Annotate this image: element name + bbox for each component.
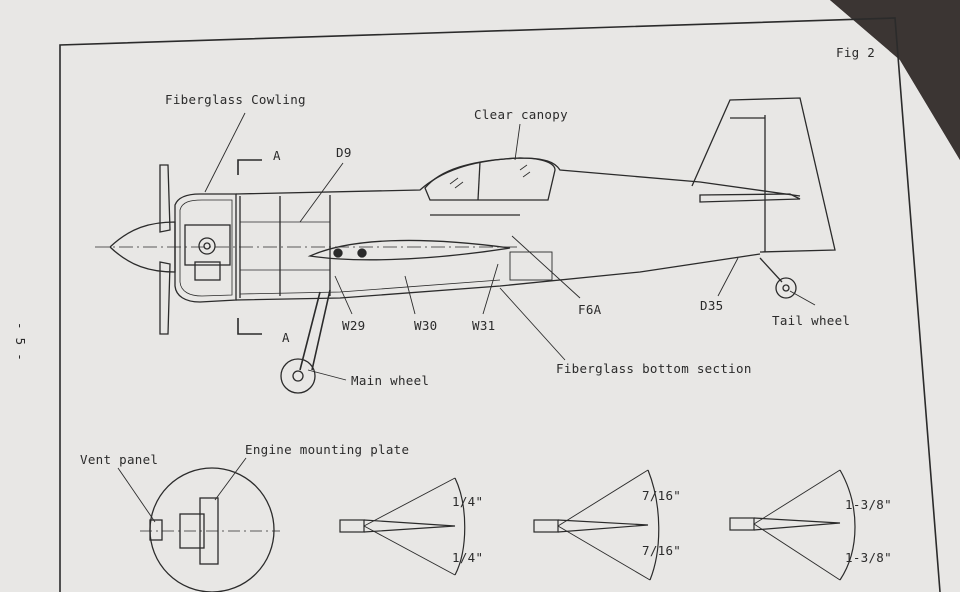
label-fiberglass-cowling: Fiberglass Cowling bbox=[165, 92, 306, 107]
wing-spar-front bbox=[333, 248, 343, 258]
leader-f6a bbox=[511, 235, 581, 299]
leader-engine-plate bbox=[214, 457, 247, 501]
page-number: - 5 - bbox=[13, 322, 28, 362]
label-w29: W29 bbox=[342, 318, 366, 333]
main-wheel bbox=[280, 358, 316, 394]
throw-diagram-1 bbox=[339, 477, 466, 576]
leader-w30 bbox=[404, 275, 416, 315]
throw-1-surface bbox=[363, 519, 456, 533]
paper-curl-shadow bbox=[830, 0, 960, 160]
label-clear-canopy: Clear canopy bbox=[474, 107, 568, 122]
leader-tail-wheel bbox=[789, 290, 816, 306]
vent-panel-detail bbox=[149, 519, 163, 541]
engine-bearing-inner bbox=[203, 242, 211, 250]
canopy-frame bbox=[477, 161, 481, 201]
tail-gear-leg bbox=[759, 257, 783, 283]
drawing-border bbox=[59, 17, 941, 592]
leader-bottom-section bbox=[499, 287, 566, 361]
throw-2-arc bbox=[647, 469, 660, 581]
horizontal-stab bbox=[699, 193, 801, 203]
throw-2-surface bbox=[557, 519, 649, 533]
engine-detail-view bbox=[117, 457, 280, 592]
throw-3-up-label: 1-3/8" bbox=[845, 497, 892, 512]
wing-section bbox=[307, 239, 511, 261]
main-gear-leg bbox=[299, 289, 331, 371]
throw-1-up-label: 1/4" bbox=[452, 494, 484, 509]
figure-label: Fig 2 bbox=[836, 45, 876, 60]
canopy bbox=[424, 157, 556, 201]
label-f6a: F6A bbox=[578, 302, 602, 317]
wing-spar-rear bbox=[357, 248, 367, 258]
throw-1-up-line bbox=[363, 477, 456, 527]
throw-diagram-3 bbox=[729, 469, 856, 581]
engine-head bbox=[194, 261, 221, 281]
throw-2-up-line bbox=[557, 469, 649, 527]
main-wheel-hub bbox=[292, 370, 304, 382]
throw-1-arc bbox=[454, 477, 466, 576]
propeller-blade-top bbox=[159, 164, 171, 233]
label-main-wheel: Main wheel bbox=[351, 373, 430, 388]
throw-1-down-label: 1/4" bbox=[452, 550, 484, 565]
instrument-panel bbox=[509, 251, 553, 281]
engine-bearing bbox=[198, 237, 216, 255]
leader-d35 bbox=[717, 257, 739, 297]
throw-2-up-label: 7/16" bbox=[642, 488, 682, 503]
throw-2-down-label: 7/16" bbox=[642, 543, 682, 558]
leader-cowling bbox=[204, 112, 246, 193]
canopy-glint-2 bbox=[454, 181, 464, 189]
throw-3-surface bbox=[753, 517, 841, 531]
propeller-blade-bottom bbox=[159, 261, 171, 335]
throw-3-up-line bbox=[753, 469, 841, 525]
engine-mount-block bbox=[179, 513, 205, 549]
canopy-glint-3 bbox=[519, 164, 528, 171]
throw-3-arc bbox=[839, 469, 856, 581]
label-section-a-bottom: A bbox=[282, 330, 290, 345]
canopy-glint-1 bbox=[449, 177, 459, 185]
leader-w29 bbox=[334, 275, 353, 315]
label-section-a-top: A bbox=[273, 148, 281, 163]
throw-diagrams bbox=[339, 469, 856, 581]
airplane-side-view bbox=[95, 97, 836, 394]
label-tail-wheel: Tail wheel bbox=[772, 313, 851, 328]
throw-3-down-line bbox=[753, 523, 841, 581]
section-mark-top bbox=[237, 159, 262, 175]
label-vent-panel: Vent panel bbox=[80, 452, 159, 467]
label-d9: D9 bbox=[336, 145, 352, 160]
fuselage-bottom-inner bbox=[239, 279, 501, 295]
throw-diagram-2 bbox=[533, 469, 660, 581]
leader-w31 bbox=[482, 263, 499, 315]
engine-mount-plate bbox=[199, 497, 219, 565]
canopy-glint-4 bbox=[522, 171, 531, 178]
throw-1-down-line bbox=[363, 525, 456, 576]
engine-block bbox=[184, 224, 231, 266]
vertical-fin bbox=[691, 97, 836, 253]
throw-3-down-label: 1-3/8" bbox=[845, 550, 892, 565]
label-w30: W30 bbox=[414, 318, 438, 333]
tail-wheel-hub bbox=[782, 284, 790, 292]
leader-d9 bbox=[299, 162, 344, 223]
leader-canopy bbox=[514, 123, 521, 161]
cowling-inner bbox=[179, 199, 233, 297]
label-d35: D35 bbox=[700, 298, 724, 313]
leader-vent-panel bbox=[117, 467, 156, 523]
label-fiberglass-bottom-section: Fiberglass bottom section bbox=[556, 361, 752, 376]
fuselage-bottom bbox=[235, 253, 761, 301]
section-mark-bottom bbox=[237, 318, 262, 335]
label-w31: W31 bbox=[472, 318, 496, 333]
throw-2-down-line bbox=[557, 525, 651, 581]
leader-main-wheel bbox=[307, 369, 347, 381]
tail-wheel bbox=[775, 277, 797, 299]
label-engine-mounting-plate: Engine mounting plate bbox=[245, 442, 410, 457]
